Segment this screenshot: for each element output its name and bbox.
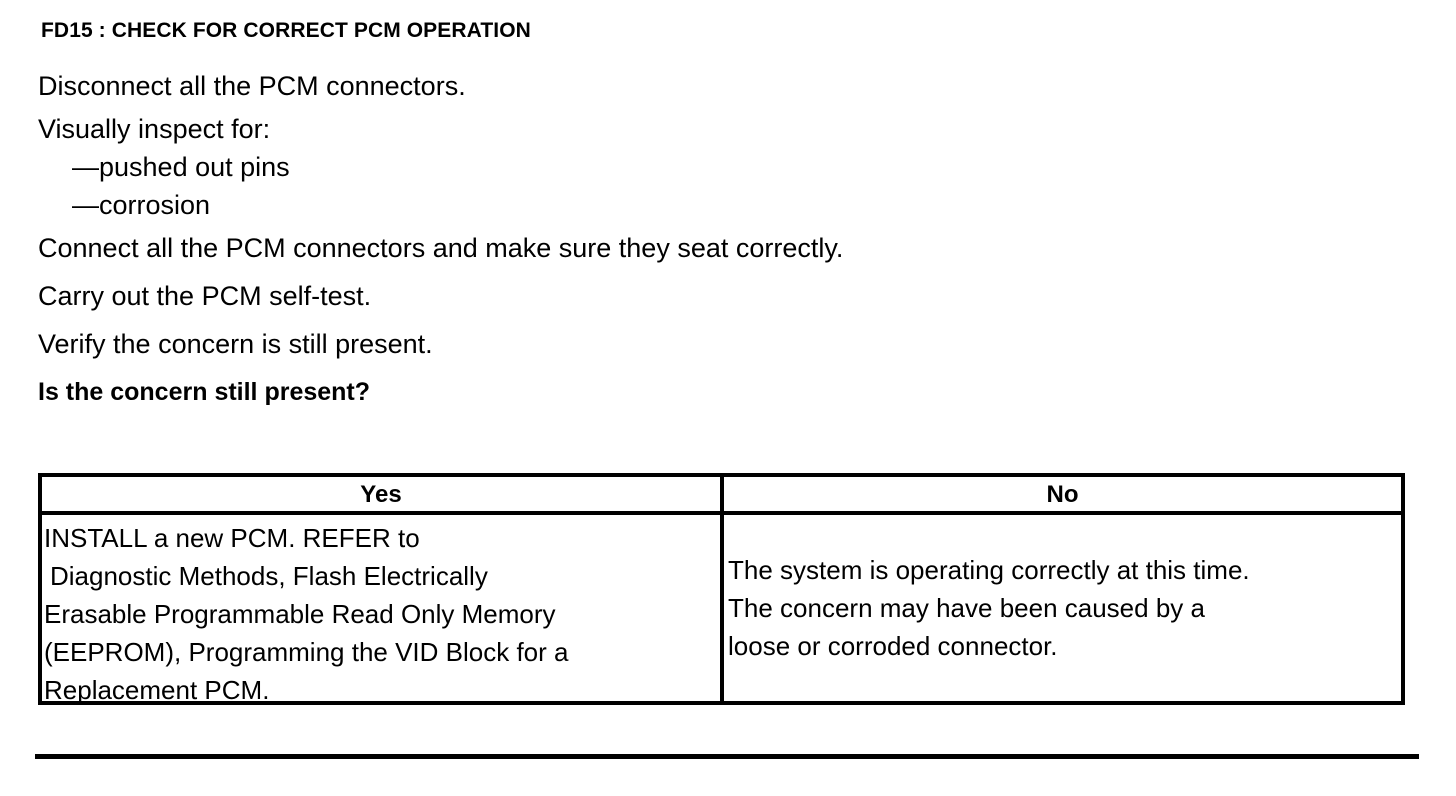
table-column-divider xyxy=(720,477,724,701)
instruction-bullet-pushed-out-pins: —pushed out pins xyxy=(72,152,290,182)
yes-cell-line-3: Erasable Programmable Read Only Memory xyxy=(44,599,556,629)
table-cell-yes: INSTALL a new PCM. REFER to Diagnostic M… xyxy=(42,515,720,705)
no-cell-line-2: The concern may have been caused by a xyxy=(728,593,1205,623)
instruction-line-connect: Connect all the PCM connectors and make … xyxy=(38,233,844,263)
instruction-line-verify: Verify the concern is still present. xyxy=(38,329,433,359)
no-cell-line-3: loose or corroded connector. xyxy=(728,631,1058,661)
instruction-list: Disconnect all the PCM connectors. Visua… xyxy=(38,62,1408,416)
decision-table: Yes No INSTALL a new PCM. REFER to Diagn… xyxy=(38,473,1405,705)
instruction-bullet-corrosion: —corrosion xyxy=(72,190,211,220)
yes-cell-line-2: Diagnostic Methods, Flash Electrically xyxy=(50,561,488,591)
instruction-line-self-test: Carry out the PCM self-test. xyxy=(38,281,372,311)
table-header-yes: Yes xyxy=(360,481,402,508)
decision-question: Is the concern still present? xyxy=(38,378,371,406)
table-cell-no: The system is operating correctly at thi… xyxy=(724,515,1401,701)
table-header-no: No xyxy=(1046,481,1079,508)
no-cell-line-1: The system is operating correctly at thi… xyxy=(728,555,1250,585)
yes-cell-line-1: INSTALL a new PCM. REFER to xyxy=(44,523,420,553)
yes-cell-line-5: Replacement PCM. xyxy=(44,675,270,705)
instruction-line-disconnect: Disconnect all the PCM connectors. xyxy=(38,71,466,101)
table-body-row: INSTALL a new PCM. REFER to Diagnostic M… xyxy=(42,515,1401,705)
footer-divider-rule xyxy=(35,754,1419,759)
page-title: FD15 : CHECK FOR CORRECT PCM OPERATION xyxy=(41,19,531,42)
instruction-line-visually-inspect: Visually inspect for: xyxy=(38,114,271,144)
yes-cell-line-4: (EEPROM), Programming the VID Block for … xyxy=(44,637,569,667)
